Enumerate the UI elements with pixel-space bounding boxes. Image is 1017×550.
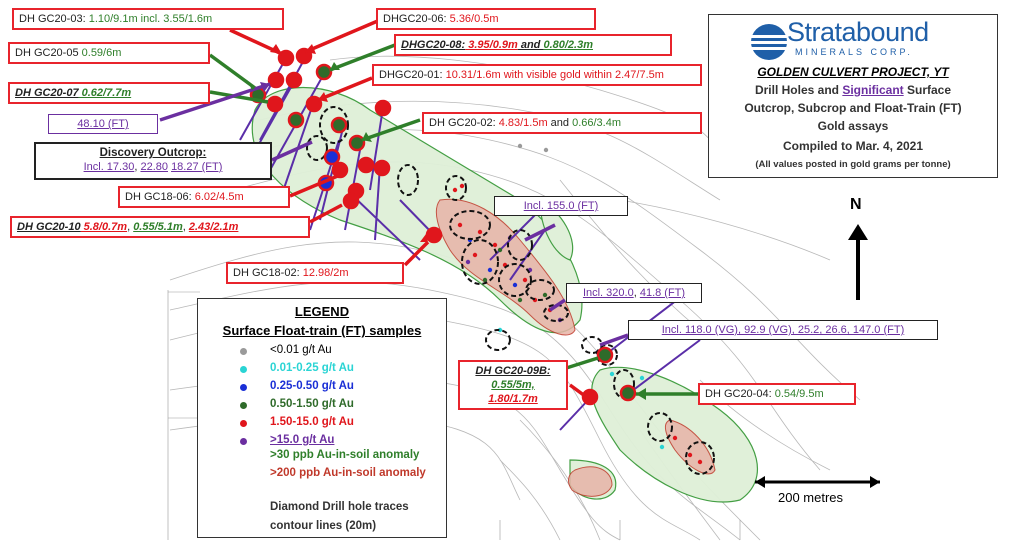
north-arrow [848,224,868,300]
callout-gc20-03: DH GC20-03: 1.10/9.1m incl. 3.55/1.6m [12,8,284,30]
grid-ticks [167,290,741,540]
legend-dot-5 [240,438,247,445]
callout-gc20-08: DHGC20-08: 3.95/0.9m and 0.80/2.3m [394,34,672,56]
legend-dot-3 [240,402,247,409]
callout-gc20-06: DHGC20-06: 5.36/0.5m [376,8,596,30]
legend-dot-1 [240,366,247,373]
logo-subtitle: MINERALS CORP. [795,47,913,57]
legend: LEGEND Surface Float-train (FT) samples … [197,298,447,538]
title-line-2: Outcrop, Subcrop and Float-Train (FT) [744,101,962,115]
title-line-4: Compiled to Mar. 4, 2021 [782,139,924,153]
legend-row-2: 0.25-0.50 g/t Au [270,380,354,392]
title-line-3: Gold assays [817,119,889,133]
callout-gc18-02: DH GC18-02: 12.98/2m [226,262,404,284]
scale-label: 200 metres [778,490,844,505]
legend-dot-2 [240,384,247,391]
legend-drill-traces: Diamond Drill hole traces [270,501,409,513]
callout-gc20-02: DH GC20-02: 4.83/1.5m and 0.66/3.4m [422,112,702,134]
logo-name: Stratabound [787,17,929,47]
north-label: N [850,196,862,213]
stratabound-logo [749,24,789,60]
callout-gc20-05: DH GC20-05 0.59/6m [8,42,210,64]
title-line-1: Drill Holes and Significant Surface [754,83,952,97]
callout-gc20-10: DH GC20-10 5.8/0.7m, 0.55/5.1m, 2.43/2.1… [10,216,310,238]
legend-contour-lines: contour lines (20m) [270,520,377,532]
legend-row-1: 0.01-0.25 g/t Au [270,362,354,374]
discovery-title: Discovery Outcrop: [99,147,207,159]
legend-row-4: 1.50-15.0 g/t Au [270,416,354,428]
legend-dot-0 [240,348,247,355]
arrowheads [247,44,646,400]
callout-gc20-09b: DH GC20-09B: 0.55/5m, 1.80/1.7m [458,360,568,410]
callout-discovery-outcrop: Discovery Outcrop: Incl. 17.30, 22.80 18… [34,142,272,180]
callout-ft-118: Incl. 118.0 (VG), 92.9 (VG), 25.2, 26.6,… [628,320,938,340]
legend-title: LEGEND [294,304,350,319]
legend-soil-30: >30 ppb Au-in-soil anomaly [270,449,420,461]
callout-ft-4810: 48.10 (FT) [48,114,158,134]
legend-dot-4 [240,420,247,427]
callout-gc20-01: DHGC20-01: 10.31/1.6m with visible gold … [372,64,702,86]
legend-soil-200: >200 ppb Au-in-soil anomaly [270,467,426,479]
title-line-5: (All values posted in gold grams per ton… [755,159,951,170]
callout-ft-320: Incl. 320.0, 41.8 (FT) [566,283,702,303]
callout-ft-155: Incl. 155.0 (FT) [494,196,628,216]
callout-gc18-06: DH GC18-06: 6.02/4.5m [118,186,290,208]
legend-row-3: 0.50-1.50 g/t Au [270,398,354,410]
title-box: Stratabound MINERALS CORP. GOLDEN CULVER… [708,14,998,178]
project-title: GOLDEN CULVERT PROJECT, YT [757,65,949,79]
callout-gc20-04: DH GC20-04: 0.54/9.5m [698,383,856,405]
legend-row-0: <0.01 g/t Au [270,344,332,356]
legend-subtitle: Surface Float-train (FT) samples [222,323,422,338]
legend-row-5: >15.0 g/t Au [270,434,335,446]
significant-label: Significant [842,83,904,97]
callout-gc20-07: DH GC20-07 0.62/7.7m [8,82,210,104]
scale-bar [755,476,880,488]
outcrop-ellipses [306,106,715,475]
